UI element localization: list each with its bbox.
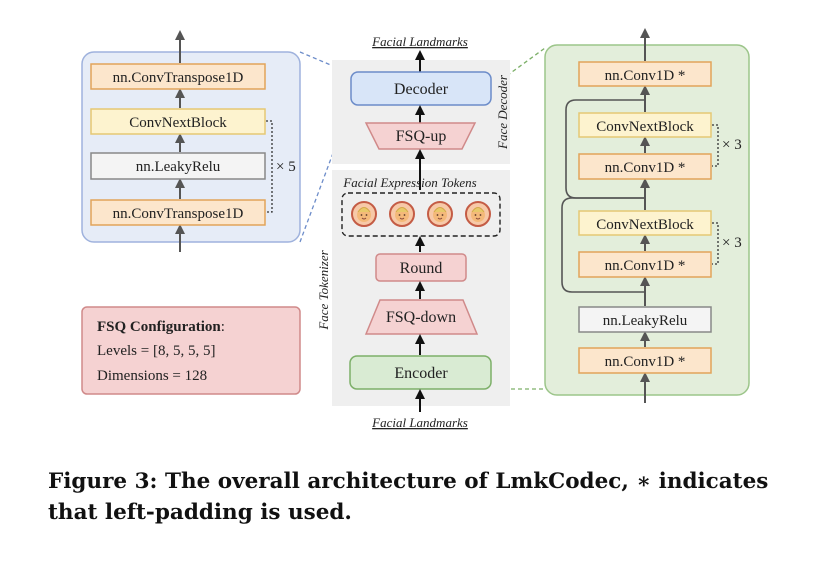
right-repeat-label-2: × 3 — [722, 235, 742, 251]
right-convnextblock-1-label: ConvNextBlock — [596, 119, 694, 135]
left-leakyrelu — [90, 152, 266, 180]
decoder-connector — [299, 51, 353, 75]
round-label: Round — [400, 260, 443, 277]
encoder-label: Encoder — [394, 365, 448, 382]
left-leakyrelu-label: nn.LeakyRelu — [136, 159, 221, 175]
right-conv1d-2-label: nn.Conv1D * — [605, 258, 686, 274]
fsq-config-title: FSQ Configuration — [97, 319, 221, 335]
left-repeat-label: × 5 — [276, 159, 296, 175]
figure-caption: Figure 3: The overall architecture of Lm… — [48, 469, 769, 525]
left-convtranspose-top — [90, 63, 266, 90]
right-conv1d-bottom — [578, 347, 712, 374]
face-tokenizer-label: Face Tokenizer — [316, 249, 331, 330]
left-convnextblock-label: ConvNextBlock — [129, 115, 227, 131]
left-convtranspose-top-label: nn.ConvTranspose1D — [113, 70, 244, 86]
fsq-up-block — [364, 122, 477, 150]
right-encoder-panel: nn.Conv1D * ConvNextBlock nn.Conv1D * × … — [544, 28, 750, 403]
left-convtranspose-bottom — [90, 199, 266, 226]
encoder-connector — [489, 47, 546, 89]
fsq-config-title-line: FSQ Configuration: — [97, 319, 225, 335]
token-row — [351, 201, 491, 227]
right-repeat-label-1: × 3 — [722, 137, 742, 153]
right-leakyrelu — [578, 306, 712, 333]
baby-face-emoji-icon — [389, 201, 415, 227]
right-repeat-bracket-2 — [712, 222, 719, 265]
left-repeat-bracket — [266, 120, 273, 213]
right-repeat-bracket-1 — [712, 124, 719, 167]
right-conv1d-bottom-label: nn.Conv1D * — [605, 354, 686, 370]
right-convnextblock-1 — [578, 112, 712, 138]
decoder-connector — [299, 101, 353, 243]
left-convnextblock — [90, 108, 266, 135]
left-convtranspose-bottom-label: nn.ConvTranspose1D — [113, 206, 244, 222]
right-conv1d-top-label: nn.Conv1D * — [605, 68, 686, 84]
residual-connection — [561, 197, 645, 293]
residual-connection — [565, 99, 645, 199]
right-convnextblock-2-label: ConvNextBlock — [596, 217, 694, 233]
facial-expression-tokens-label: Facial Expression Tokens — [342, 175, 476, 190]
fsq-levels: Levels = [8, 5, 5, 5] — [97, 343, 215, 359]
right-conv1d-2 — [578, 251, 712, 278]
baby-face-emoji-icon — [427, 201, 453, 227]
face-decoder-label: Face Decoder — [495, 74, 510, 150]
right-leakyrelu-label: nn.LeakyRelu — [603, 313, 688, 329]
fsq-down-label: FSQ-down — [386, 309, 456, 326]
baby-face-emoji-icon — [465, 201, 491, 227]
center-column: Facial Landmarks Decoder FSQ-up Face Dec… — [316, 34, 510, 430]
architecture-diagram: nn.ConvTranspose1D ConvNextBlock nn.Leak… — [81, 28, 750, 430]
fsq-config-box: FSQ Configuration: Levels = [8, 5, 5, 5]… — [81, 306, 301, 395]
bottom-facial-landmarks-label: Facial Landmarks — [371, 415, 468, 430]
right-conv1d-1 — [578, 153, 712, 180]
left-decoder-panel: nn.ConvTranspose1D ConvNextBlock nn.Leak… — [81, 30, 301, 252]
fsq-down-block — [364, 299, 479, 335]
right-conv1d-1-label: nn.Conv1D * — [605, 160, 686, 176]
fsq-up-label: FSQ-up — [396, 128, 447, 145]
fsq-dimensions: Dimensions = 128 — [97, 368, 207, 384]
top-facial-landmarks-label: Facial Landmarks — [371, 34, 468, 49]
fsq-config-title-colon: : — [221, 319, 225, 335]
right-conv1d-top — [578, 61, 712, 87]
right-convnextblock-2 — [578, 210, 712, 236]
decoder-label: Decoder — [394, 81, 449, 98]
baby-face-emoji-icon — [351, 201, 377, 227]
